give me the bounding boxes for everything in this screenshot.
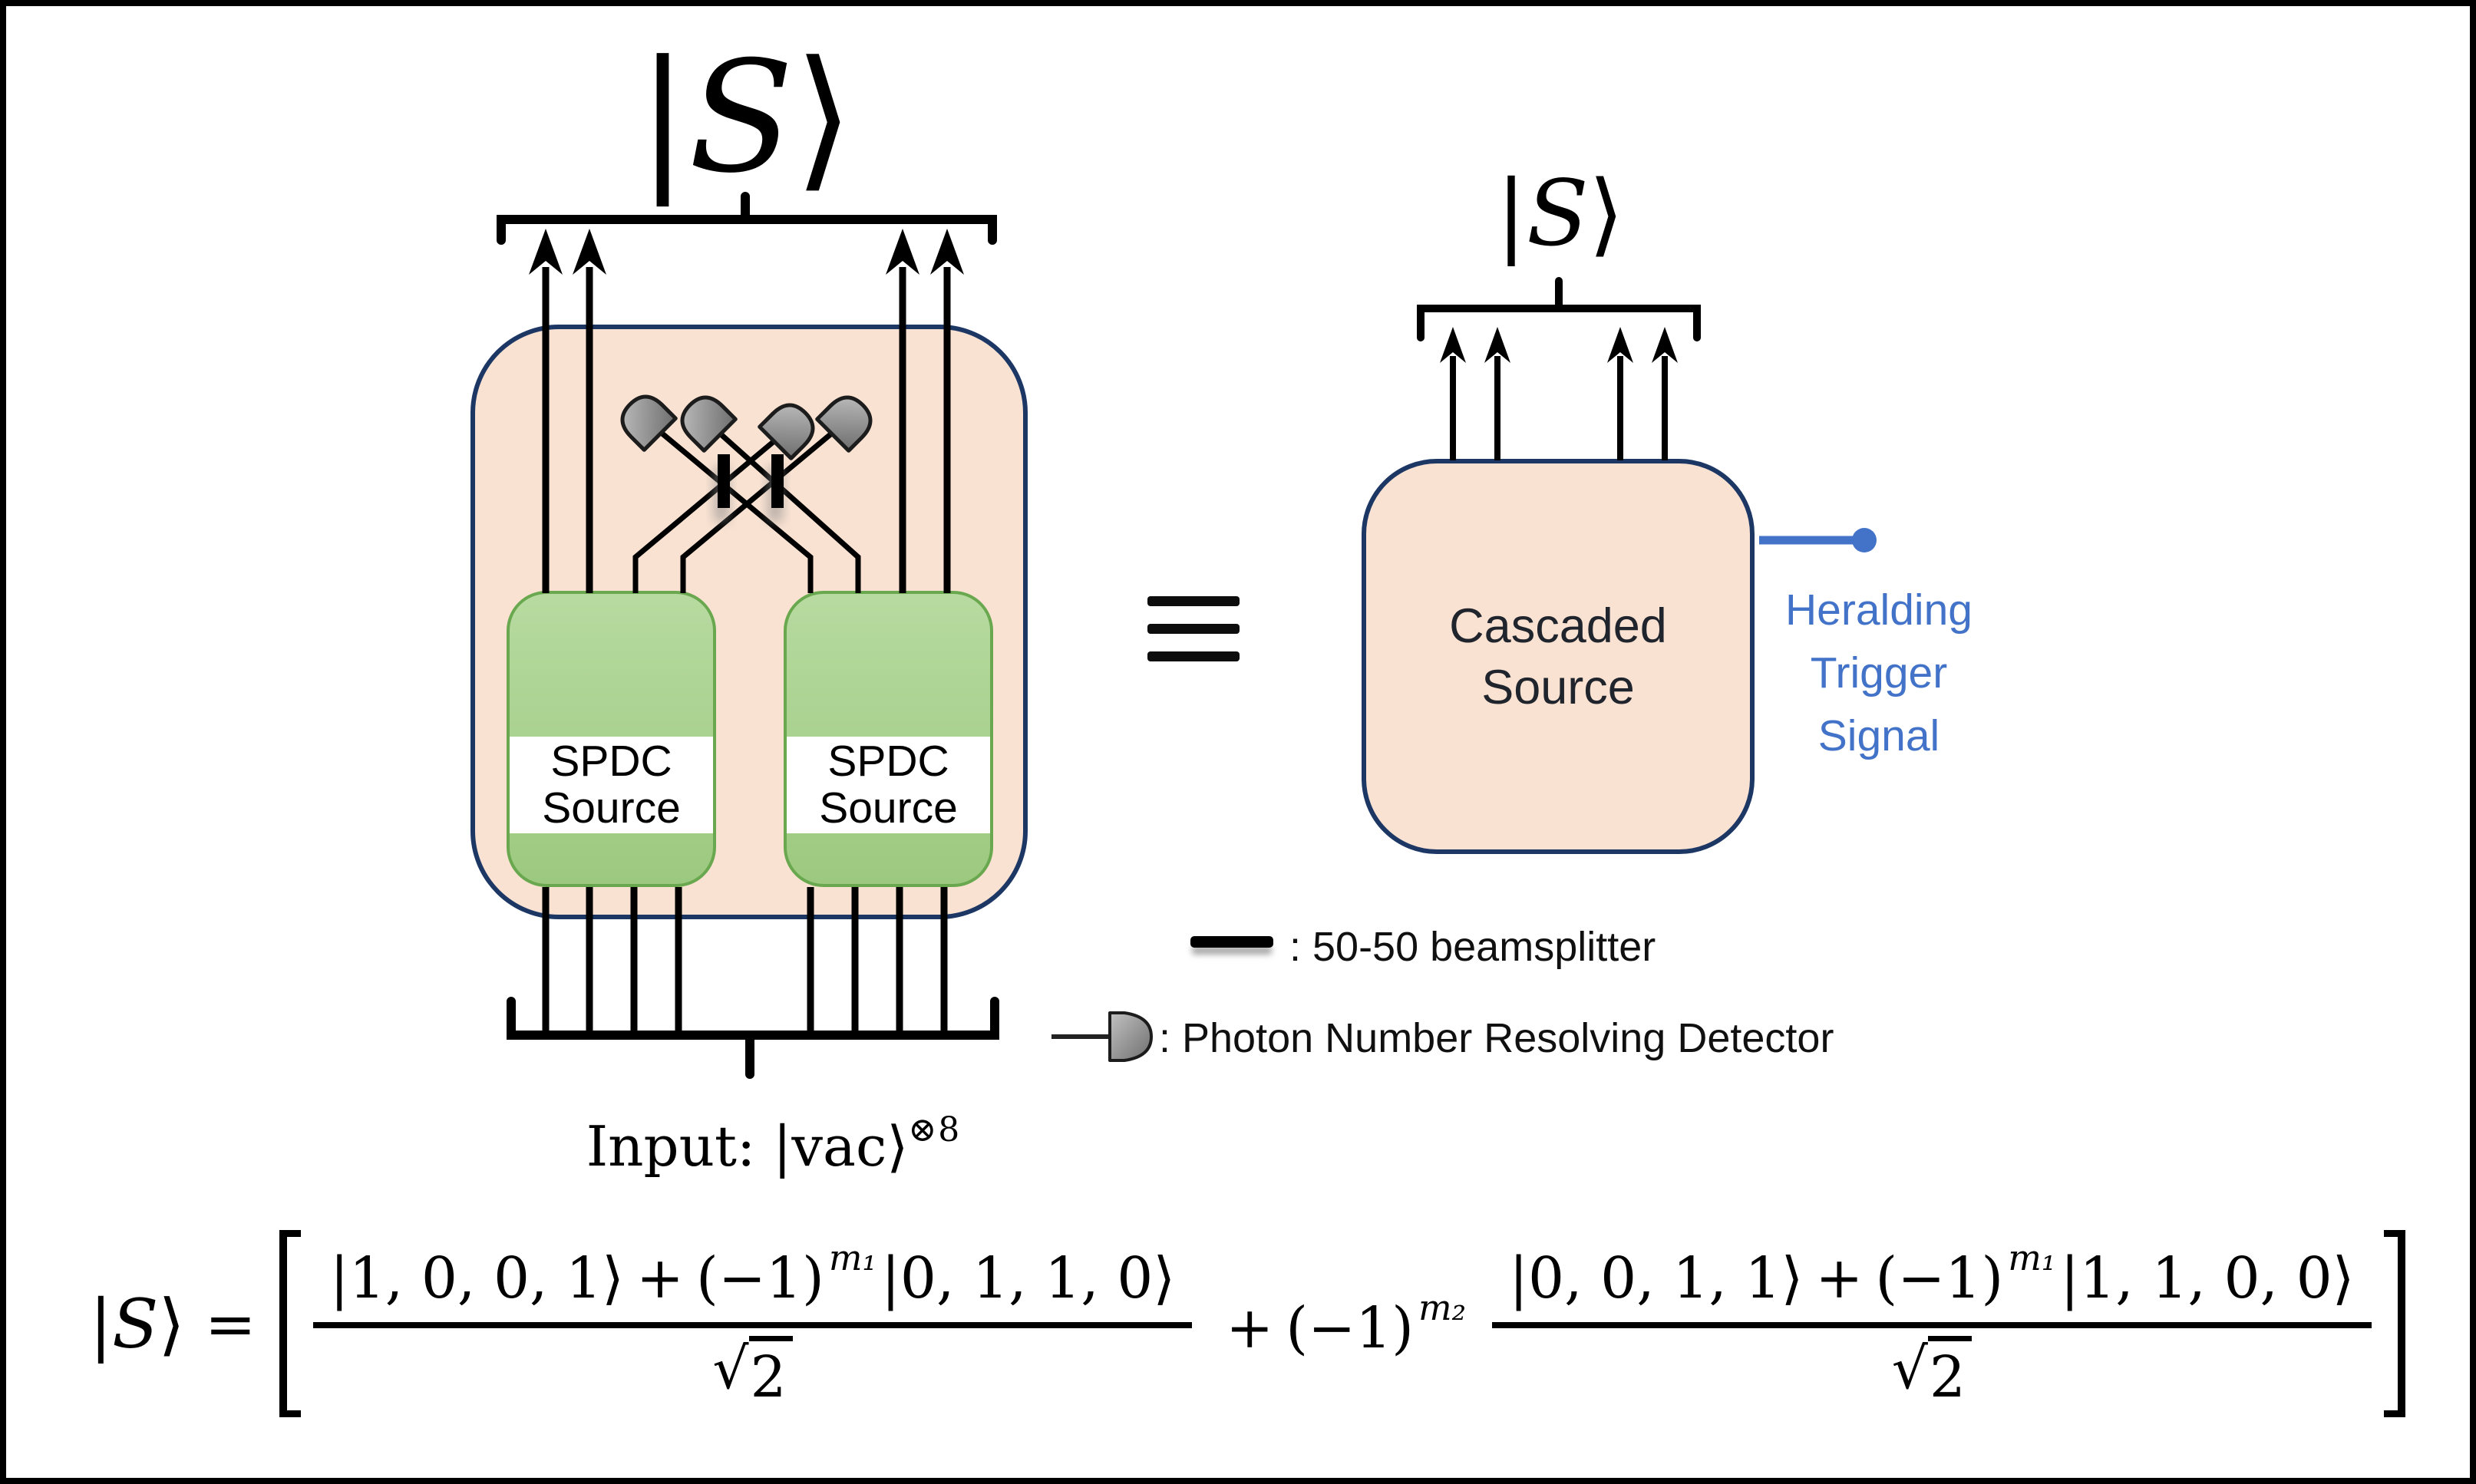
spdc-label-line2: Source	[819, 783, 958, 833]
input-prefix: Input:	[586, 1114, 756, 1179]
spdc-source-right-box: SPDC Source	[784, 591, 993, 887]
beamsplitter-icon	[1190, 936, 1273, 948]
state-letter: S	[1526, 160, 1589, 266]
state-letter: S	[112, 1284, 159, 1364]
heralding-line3: Signal	[1817, 711, 1940, 760]
spdc-source-right-label: SPDC Source	[787, 737, 990, 833]
exponent: m₁	[828, 1237, 877, 1278]
ket-open: |	[1496, 160, 1527, 266]
plus-sign: +	[636, 1245, 685, 1311]
ket-term: |1, 1, 0, 0⟩	[2060, 1245, 2355, 1311]
ket-term: |0, 1, 1, 0⟩	[880, 1245, 1176, 1311]
input-state-label: Input: |vac⟩⊗8	[559, 1097, 989, 1179]
state-letter: S	[688, 28, 794, 207]
heralding-signal-label: Heralding Trigger Signal	[1764, 579, 1994, 767]
ket-term: |0, 0, 1, 1⟩	[1509, 1245, 1804, 1311]
heralding-dot-icon	[1852, 528, 1877, 552]
fraction-2-numerator: |0, 0, 1, 1⟩+(−1)m₁|1, 1, 0, 0⟩	[1492, 1237, 2372, 1328]
beamsplitter-legend-label: : 50-50 beamsplitter	[1289, 924, 1656, 970]
radicand: 2	[748, 1336, 793, 1410]
plus-sign: +	[1226, 1294, 1274, 1361]
coefficient: (−1)	[696, 1245, 824, 1311]
radical-sign: √	[712, 1336, 749, 1402]
fraction-2: |0, 0, 1, 1⟩+(−1)m₁|1, 1, 0, 0⟩ √2	[1492, 1237, 2372, 1410]
coefficient: (−1)	[1286, 1294, 1415, 1361]
radical-sign: √	[1891, 1336, 1928, 1402]
input-tensor-sup: ⊗8	[908, 1110, 962, 1149]
fraction-1: |1, 0, 0, 1⟩+(−1)m₁|0, 1, 1, 0⟩ √2	[312, 1237, 1193, 1410]
equals-sign: =	[204, 1288, 256, 1360]
spdc-source-left-label: SPDC Source	[510, 737, 713, 833]
spdc-label-line1: SPDC	[827, 737, 949, 786]
cascaded-label-line2: Source	[1481, 660, 1635, 714]
ket-open: |	[89, 1284, 113, 1364]
input-brace	[507, 997, 999, 1079]
input-ket: |vac⟩	[773, 1114, 909, 1179]
coefficient: (−1)	[1875, 1245, 2004, 1311]
ket-close: ⟩	[794, 28, 854, 207]
fraction-2-denominator: √2	[1892, 1328, 1972, 1410]
ket-open: |	[636, 28, 689, 207]
heralding-line2: Trigger	[1810, 648, 1948, 697]
pnr-detector-legend-icon	[1051, 1011, 1153, 1062]
cascaded-source-box: Cascaded Source	[1362, 459, 1755, 854]
output-brace-right	[1417, 277, 1701, 341]
plus-sign: +	[1815, 1245, 1864, 1311]
radicand: 2	[1927, 1336, 1972, 1410]
heralding-signal-line	[1759, 528, 1877, 552]
close-bracket-icon	[2383, 1230, 2405, 1417]
equation-lhs: |S⟩	[89, 1284, 184, 1364]
state-equation: |S⟩ = |1, 0, 0, 1⟩+(−1)m₁|0, 1, 1, 0⟩ √2…	[45, 1197, 2450, 1450]
spdc-label-line2: Source	[542, 783, 681, 833]
open-bracket-icon	[279, 1230, 301, 1417]
fraction-1-numerator: |1, 0, 0, 1⟩+(−1)m₁|0, 1, 1, 0⟩	[312, 1237, 1193, 1328]
state-label-right: |S⟩	[1493, 160, 1627, 267]
spdc-source-left-box: SPDC Source	[507, 591, 716, 887]
heralding-line1: Heralding	[1785, 585, 1973, 635]
exponent: m₁	[2008, 1237, 2056, 1278]
ket-close: ⟩	[158, 1284, 185, 1364]
spdc-label-line1: SPDC	[550, 737, 672, 786]
fraction-1-denominator: √2	[712, 1328, 793, 1410]
state-label-left: |S⟩	[630, 28, 860, 208]
middle-term: +(−1)m₂	[1213, 1287, 1471, 1361]
equivalence-icon	[1147, 596, 1240, 679]
ket-close: ⟩	[1588, 160, 1624, 266]
exponent: m₂	[1418, 1286, 1467, 1328]
output-arrows-right	[1440, 327, 1678, 460]
ket-term: |1, 0, 0, 1⟩	[329, 1245, 625, 1311]
detector-legend-label: : Photon Number Resolving Detector	[1159, 1015, 1834, 1061]
cascaded-label-line1: Cascaded	[1449, 599, 1667, 653]
